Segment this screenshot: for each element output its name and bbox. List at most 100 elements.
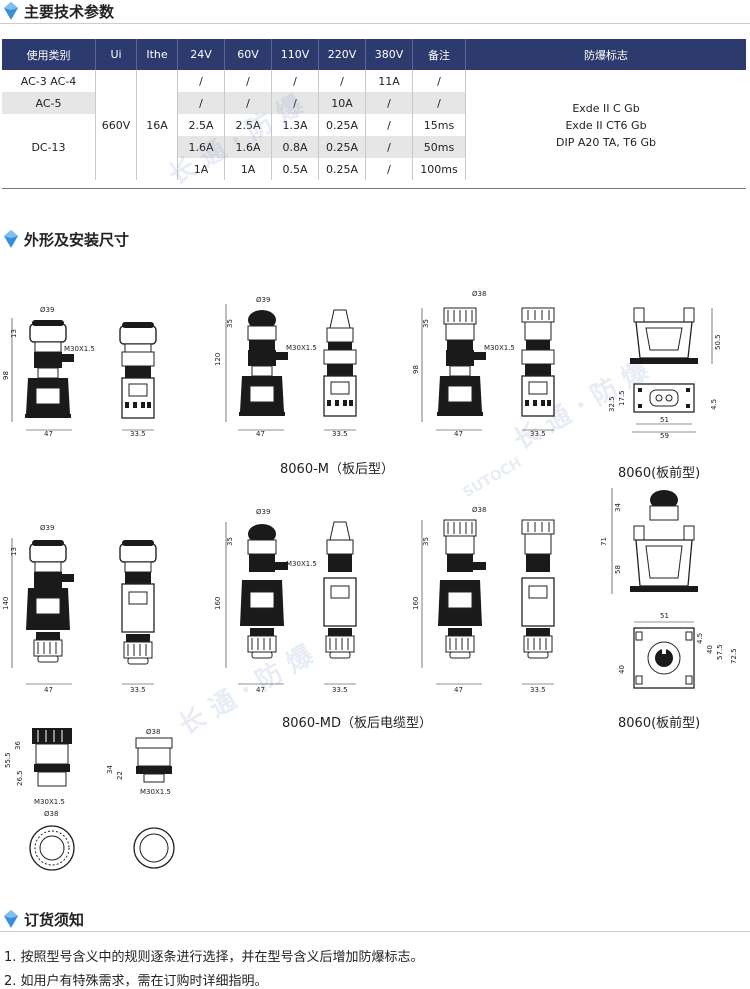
svg-text:Ø38: Ø38 [44,810,58,818]
diamond-icon [4,230,18,248]
svg-text:M30X1.5: M30X1.5 [286,344,317,352]
drawing-knob-top-view [29,825,75,871]
drawing-m-knob-side [521,307,555,417]
table-row: 1A 1A 0.5A 0.25A / 100ms [2,158,746,180]
table-row: 1.6A 1.6A 0.8A 0.25A / 50ms [2,136,746,158]
drawing-m-knob-front [436,307,486,417]
drawing-mushroom-top-view [133,827,175,869]
svg-text:13: 13 [10,329,18,338]
svg-text:Ø38: Ø38 [146,728,160,736]
svg-text:33.5: 33.5 [530,430,546,438]
svg-text:32.5: 32.5 [608,396,616,412]
header-note: 备注 [412,39,466,70]
svg-text:50.5: 50.5 [714,334,722,350]
drawing-md-selector-front [240,524,288,659]
ex-marks: Exde II C Gb Exde II CT6 Gb DIP A20 TA, … [556,101,656,149]
caption-8060-m: 8060-M（板后型） [280,462,394,477]
svg-text:35: 35 [422,537,430,546]
header-220v: 220V [318,39,366,70]
svg-text:51: 51 [660,416,669,424]
svg-text:13: 13 [10,547,18,556]
svg-text:33.5: 33.5 [332,686,348,694]
svg-text:22: 22 [116,771,124,780]
svg-text:34: 34 [106,765,114,774]
header-ui: Ui [95,39,137,70]
drawing-md-selector-side [323,521,357,659]
svg-text:58: 58 [614,565,622,574]
svg-text:140: 140 [2,597,10,610]
svg-text:47: 47 [44,686,53,694]
drawing-front-selector [630,490,698,592]
drawing-md-mushroom-front [26,539,74,663]
drawing-front-plan-2 [633,627,695,689]
svg-text:47: 47 [44,430,53,438]
svg-text:51: 51 [660,612,669,620]
section-title-dimensions: 外形及安装尺寸 [24,231,130,249]
table-row: DC-13 2.5A 2.5A 1.3A 0.25A / 15ms [2,114,746,180]
drawing-knob-head-side [32,728,72,787]
ordering-note-2: 2. 如用户有特殊需求，需在订购时详细指明。 [4,974,268,989]
section-title-specs: 主要技术参数 [24,3,115,21]
header-ithe: Ithe [136,39,178,70]
svg-text:M30X1.5: M30X1.5 [484,344,515,352]
svg-text:160: 160 [214,597,222,610]
drawing-m-selector-side [323,309,357,417]
svg-text:59: 59 [660,432,669,440]
svg-text:47: 47 [454,430,463,438]
dc13-category: DC-13 [2,114,96,180]
svg-text:57.5: 57.5 [716,644,724,660]
svg-text:40: 40 [618,665,626,674]
svg-text:17.5: 17.5 [618,390,626,406]
svg-text:33.5: 33.5 [130,430,146,438]
svg-text:35: 35 [226,537,234,546]
drawing-m-mushroom-front [24,319,74,419]
svg-text:M30X1.5: M30X1.5 [286,560,317,568]
ui-value: 660V [95,70,137,180]
drawing-md-knob-side [521,519,555,659]
header-380v: 380V [365,39,413,70]
table-header-row: 使用类别 Ui Ithe 24V 60V 110V 220V 380V 备注 防… [2,39,746,70]
drawing-m-mushroom-side [119,321,157,419]
dimension-drawing: Ø39 M30X1.5 98 13 47 33.5 Ø39 M30X1.5 12… [2,290,738,871]
caption-8060-front-1: 8060(板前型) [618,466,701,481]
svg-text:35: 35 [226,319,234,328]
ithe-value: 16A [136,70,178,180]
svg-text:40: 40 [706,645,714,654]
svg-text:36: 36 [14,741,22,750]
svg-text:26.5: 26.5 [16,770,24,786]
svg-text:98: 98 [412,365,420,374]
svg-text:160: 160 [412,597,420,610]
section-title-ordering: 订货须知 [24,911,85,929]
svg-text:Ø39: Ø39 [40,306,54,314]
header-60v: 60V [224,39,272,70]
svg-text:33.5: 33.5 [332,430,348,438]
svg-text:Ø39: Ø39 [256,508,270,516]
svg-text:120: 120 [214,353,222,366]
section-header-ordering: 订货须知 [0,908,750,932]
svg-text:71: 71 [600,537,608,546]
svg-text:4.5: 4.5 [696,633,704,644]
drawing-front-plate-top [630,307,698,364]
drawing-m-selector-front [238,310,288,417]
ordering-note-1: 1. 按照型号含义中的规则逐条进行选择，并在型号含义后增加防爆标志。 [4,950,424,965]
section-header-specs: 主要技术参数 [0,0,750,24]
spec-table: 使用类别 Ui Ithe 24V 60V 110V 220V 380V 备注 防… [2,39,746,180]
caption-8060-md: 8060-MD（板后电缆型） [282,716,433,731]
svg-text:M30X1.5: M30X1.5 [64,345,95,353]
svg-text:47: 47 [256,430,265,438]
drawing-md-knob-front [438,519,486,659]
svg-text:34: 34 [614,503,622,512]
drawing-md-mushroom-side [119,539,157,665]
svg-text:4.5: 4.5 [710,399,718,410]
svg-text:Ø38: Ø38 [472,506,486,514]
header-category: 使用类别 [2,39,96,70]
drawing-front-plate-plan [633,383,695,413]
svg-text:55.5: 55.5 [4,752,12,768]
table-row: AC-3 AC-4 660V 16A / / / / 11A / Exde II… [2,70,746,180]
svg-text:Ø39: Ø39 [256,296,270,304]
svg-text:47: 47 [454,686,463,694]
svg-text:33.5: 33.5 [530,686,546,694]
svg-text:98: 98 [2,371,10,380]
header-24v: 24V [177,39,225,70]
svg-text:M30X1.5: M30X1.5 [34,798,65,806]
